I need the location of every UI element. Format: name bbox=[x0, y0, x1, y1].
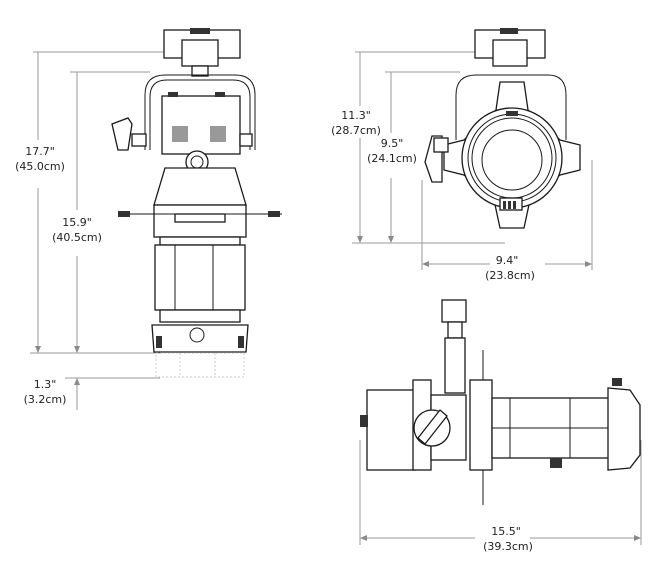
body-height-cm: (40.5cm) bbox=[52, 231, 102, 244]
lens-view: 11.3" (28.7cm) 9.5" (24.1cm) 9.4" (23.8c… bbox=[331, 28, 593, 282]
front-view-fixture-drawing bbox=[111, 28, 282, 378]
lens-width-inches: 9.4" bbox=[496, 254, 519, 267]
lens-width-cm: (23.8cm) bbox=[485, 269, 535, 282]
lens-overall-height-cm: (28.7cm) bbox=[331, 124, 381, 137]
lens-body-height-cm: (24.1cm) bbox=[367, 152, 417, 165]
side-length-cm: (39.3cm) bbox=[483, 540, 533, 553]
lens-body-height-inches: 9.5" bbox=[381, 137, 404, 150]
side-length-inches: 15.5" bbox=[491, 525, 521, 538]
clamp-offset-cm: (3.2cm) bbox=[24, 393, 67, 406]
lens-view-fixture-drawing bbox=[424, 28, 581, 229]
front-view: 17.7" (45.0cm) 15.9" (40.5cm) 1.3" (3.2c… bbox=[15, 28, 282, 410]
side-view: 15.5" (39.3cm) bbox=[359, 299, 642, 553]
overall-height-inches: 17.7" bbox=[25, 145, 55, 158]
body-height-inches: 15.9" bbox=[62, 216, 92, 229]
front-view-dimensions: 17.7" (45.0cm) 15.9" (40.5cm) 1.3" (3.2c… bbox=[15, 51, 165, 410]
lens-overall-height-inches: 11.3" bbox=[341, 109, 371, 122]
clamp-offset-inches: 1.3" bbox=[34, 378, 57, 391]
side-view-fixture-drawing bbox=[360, 299, 641, 505]
side-view-dimensions: 15.5" (39.3cm) bbox=[359, 440, 642, 553]
lens-view-dimensions: 11.3" (28.7cm) 9.5" (24.1cm) 9.4" (23.8c… bbox=[331, 51, 593, 282]
overall-height-cm: (45.0cm) bbox=[15, 160, 65, 173]
